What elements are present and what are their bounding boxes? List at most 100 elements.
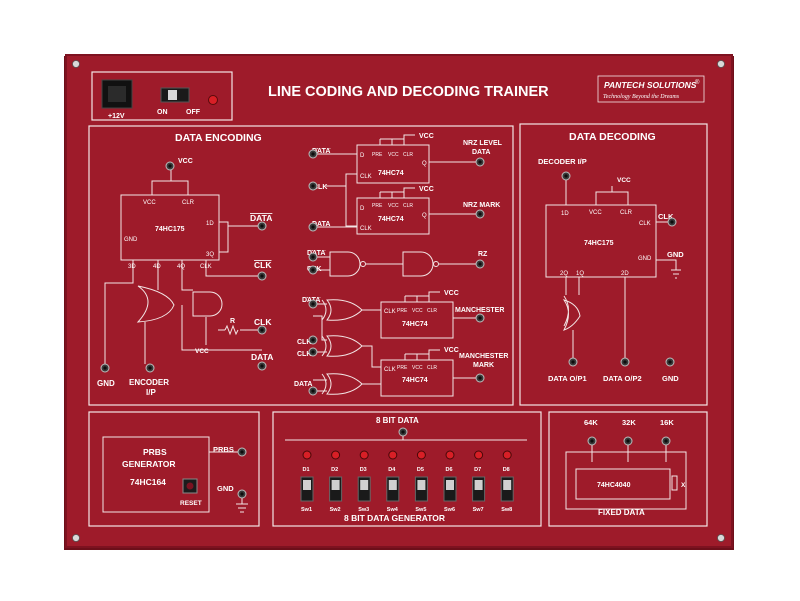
encoder-ip-label: ENCODER: [129, 378, 169, 387]
bit-switch-label: Sw3: [358, 507, 369, 513]
test-point-socket[interactable]: [475, 313, 485, 323]
bit-slide-switch[interactable]: [386, 476, 400, 502]
test-point-socket[interactable]: [257, 221, 267, 231]
bit-led-icon: [302, 450, 312, 460]
manchester-xor-gate-2-icon: [321, 335, 363, 357]
ff4-pin-pre: PRE: [397, 365, 408, 371]
decoder-pin-vcc: VCC: [589, 210, 602, 216]
brand-name: PANTECH SOLUTIONS: [604, 80, 697, 90]
ff2-vcc: VCC: [419, 186, 434, 193]
test-point-socket[interactable]: [257, 271, 267, 281]
bit-led-icon: [445, 450, 455, 460]
decoding-title: DATA DECODING: [569, 131, 656, 143]
encoder-pin-3d: 3D: [128, 264, 136, 270]
power-panel: [91, 71, 233, 121]
test-point-socket[interactable]: [587, 436, 597, 446]
bit-led-icon: [388, 450, 398, 460]
screw-icon: [72, 534, 80, 542]
test-point-socket[interactable]: [568, 357, 578, 367]
test-point-socket[interactable]: [308, 252, 318, 262]
rz-nand-gate-icon: [329, 251, 361, 277]
test-point-socket[interactable]: [145, 363, 155, 373]
test-point-socket[interactable]: [308, 386, 318, 396]
bit-led-label: D4: [388, 467, 396, 473]
test-point-socket[interactable]: [561, 171, 571, 181]
prbs-ic-name: 74HC164: [130, 477, 166, 487]
bit-led-icon: [331, 450, 341, 460]
power-switch-knob-icon: [168, 90, 177, 100]
reset-label: RESET: [180, 500, 202, 507]
test-point-socket[interactable]: [308, 347, 318, 357]
test-point-socket[interactable]: [237, 489, 247, 499]
screw-icon: [72, 60, 80, 68]
test-point-socket[interactable]: [308, 299, 318, 309]
test-point-socket[interactable]: [398, 427, 408, 437]
supply-label: +12V: [108, 113, 125, 120]
test-point-socket[interactable]: [475, 209, 485, 219]
encoder-ic-name: 74HC175: [155, 226, 185, 233]
decoder-xor-gate-icon: [562, 295, 581, 331]
encoding-title: DATA ENCODING: [175, 132, 262, 144]
bit-slide-switch[interactable]: [414, 476, 428, 502]
prbs-gnd-label: GND: [217, 484, 234, 493]
test-point-socket[interactable]: [257, 325, 267, 335]
bit-switch-label: Sw6: [444, 507, 455, 513]
test-point-socket[interactable]: [623, 436, 633, 446]
rz-label: RZ: [478, 251, 488, 258]
ff3-pin-clk: CLK: [384, 309, 396, 315]
test-point-socket[interactable]: [475, 373, 485, 383]
test-point-socket[interactable]: [308, 222, 318, 232]
decoding-panel: [519, 123, 708, 406]
test-point-socket[interactable]: [308, 335, 318, 345]
bit-slide-switch[interactable]: [500, 476, 514, 502]
fixed-data-panel: [548, 411, 708, 527]
ff1-pin-vcc: VCC: [388, 152, 399, 158]
decoding-clk-label: CLK: [658, 212, 674, 221]
bit-led-icon: [474, 450, 484, 460]
encoding-vcc-label: VCC: [178, 158, 193, 165]
ff1-name: 74HC74: [378, 170, 404, 177]
test-point-socket[interactable]: [308, 181, 318, 191]
ff3-name: 74HC74: [402, 321, 428, 328]
bit-slide-switch[interactable]: [443, 476, 457, 502]
ff3-pin-clr: CLR: [427, 308, 437, 314]
test-point-socket[interactable]: [100, 363, 110, 373]
bit-slide-switch[interactable]: [329, 476, 343, 502]
fixed-data-outer-box: [565, 451, 687, 510]
on-label: ON: [157, 109, 168, 116]
test-point-socket[interactable]: [667, 217, 677, 227]
nrz-level-label: NRZ LEVEL: [463, 140, 503, 147]
ff3-pin-pre: PRE: [397, 308, 408, 314]
test-point-socket[interactable]: [308, 265, 318, 275]
test-point-socket[interactable]: [165, 161, 175, 171]
decoder-ic-74hc175: [545, 204, 657, 278]
manchester-label: MANCHESTER: [455, 307, 504, 314]
test-point-socket[interactable]: [237, 447, 247, 457]
encoder-pin-clr: CLR: [182, 200, 195, 206]
mid-data-bar-1: DATA: [312, 148, 330, 155]
test-point-socket[interactable]: [475, 259, 485, 269]
test-point-socket[interactable]: [661, 436, 671, 446]
test-point-socket[interactable]: [665, 357, 675, 367]
encoding-gnd-label: GND: [97, 379, 115, 388]
bit-data-title: 8 BIT DATA: [376, 416, 419, 425]
bit-generator-footer: 8 BIT DATA GENERATOR: [344, 513, 445, 523]
test-point-socket[interactable]: [308, 149, 318, 159]
bit-led-label: D1: [303, 467, 310, 473]
ff2-pin-clk: CLK: [360, 226, 372, 232]
ff2-pin-clr: CLR: [403, 203, 413, 209]
bit-slide-switch[interactable]: [300, 476, 314, 502]
ff3-pin-vcc: VCC: [412, 308, 423, 314]
ff1-pin-clk: CLK: [360, 174, 372, 180]
bit-led-label: D7: [474, 467, 481, 473]
bit-slide-switch[interactable]: [357, 476, 371, 502]
encoder-pin-gnd: GND: [124, 237, 138, 243]
test-point-socket[interactable]: [257, 361, 267, 371]
bit-slide-switch[interactable]: [472, 476, 486, 502]
board-surface: [65, 54, 733, 548]
ff4-pin-clr: CLR: [427, 365, 437, 371]
test-point-socket[interactable]: [475, 157, 485, 167]
test-point-socket[interactable]: [620, 357, 630, 367]
brand-box: [597, 75, 705, 103]
crystal-icon: [671, 475, 678, 491]
